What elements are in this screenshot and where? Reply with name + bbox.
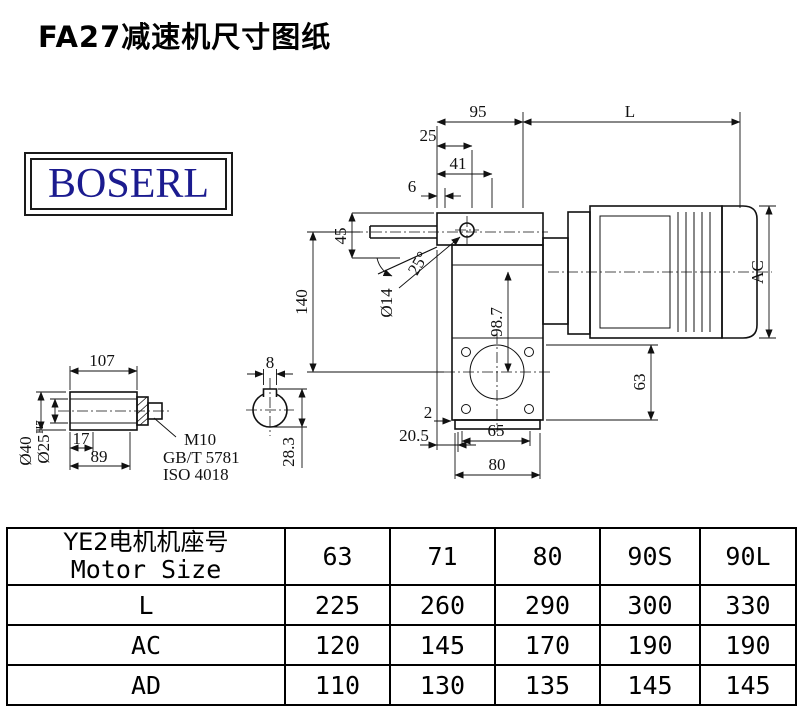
- frame-size-90L: 90L: [699, 527, 797, 586]
- dim-dia14: Ø14: [377, 288, 396, 318]
- motor-size-header: YE2电机机座号 Motor Size: [6, 527, 286, 586]
- table-row-L: L 225 260 290 300 330: [6, 584, 797, 626]
- dim-107: 107: [89, 351, 115, 370]
- boserl-logo: BOSERL: [24, 152, 234, 216]
- dim-25deg: 25°: [404, 248, 432, 278]
- dim-95: 95: [470, 102, 487, 121]
- dim-2: 2: [424, 403, 433, 422]
- angle-arc: [376, 257, 393, 277]
- dim-140: 140: [292, 289, 311, 315]
- table-cell: 225: [284, 584, 391, 626]
- dim-80: 80: [489, 455, 506, 474]
- hole-dia-leader: [398, 236, 461, 289]
- fan-cover: [721, 205, 758, 339]
- motor-size-header-en: Motor Size: [70, 555, 222, 584]
- table-cell: 110: [284, 664, 391, 706]
- dim-25: 25: [420, 126, 437, 145]
- table-row-AD: AD 110 130 135 145 145: [6, 664, 797, 706]
- gearbox-outline: [369, 212, 544, 430]
- dim-L: L: [625, 102, 635, 121]
- table-cell: 170: [494, 624, 601, 666]
- dim-dia25: Ø25: [34, 434, 53, 463]
- dim-AC: AC: [748, 260, 767, 284]
- table-row-AC: AC 120 145 170 190 190: [6, 624, 797, 666]
- dim-17: 17: [73, 429, 91, 448]
- table-header-row: YE2电机机座号 Motor Size 63 71 80 90S 90L: [6, 527, 797, 586]
- dim-dia40: Ø40: [16, 436, 35, 465]
- table-cell: 145: [389, 624, 496, 666]
- dim-89: 89: [91, 447, 108, 466]
- dim-8: 8: [266, 353, 275, 372]
- table-cell: 190: [599, 624, 701, 666]
- row-label-L: L: [6, 584, 286, 626]
- frame-size-90S: 90S: [599, 527, 701, 586]
- label-gbt-5781: GB/T 5781: [163, 448, 240, 467]
- dim-28-3: 28.3: [279, 437, 298, 467]
- table-cell: 135: [494, 664, 601, 706]
- label-iso-4018: ISO 4018: [163, 465, 229, 484]
- dim-41: 41: [450, 154, 467, 173]
- dim-20-5: 20.5: [399, 426, 429, 445]
- frame-size-71: 71: [389, 527, 496, 586]
- frame-size-80: 80: [494, 527, 601, 586]
- table-cell: 290: [494, 584, 601, 626]
- table-cell: 330: [699, 584, 797, 626]
- center-lines: [58, 216, 772, 436]
- dim-63: 63: [630, 374, 649, 391]
- dimension-drawing: 95 L 25 41 6 45 25° Ø14 140 98.7 AC 63 2…: [16, 102, 776, 484]
- row-label-AC: AC: [6, 624, 286, 666]
- motor-size-table: YE2电机机座号 Motor Size 63 71 80 90S 90L L 2…: [6, 527, 797, 706]
- bolt-leader: [153, 417, 177, 438]
- row-label-AD: AD: [6, 664, 286, 706]
- page-title: FA27减速机尺寸图纸: [38, 20, 332, 54]
- table-cell: 145: [699, 664, 797, 706]
- label-m10: M10: [184, 430, 216, 449]
- dim-6: 6: [408, 177, 417, 196]
- motor-size-header-cn: YE2电机机座号: [63, 528, 229, 556]
- dim-45: 45: [331, 228, 350, 245]
- boserl-logo-text: BOSERL: [30, 158, 228, 210]
- dim-65: 65: [488, 421, 505, 440]
- dim-98-7: 98.7: [487, 307, 506, 337]
- table-cell: 190: [699, 624, 797, 666]
- dimension-lines: [36, 112, 776, 479]
- table-cell: 130: [389, 664, 496, 706]
- frame-size-63: 63: [284, 527, 391, 586]
- dim-dia25-tolerance: H7: [34, 420, 46, 434]
- table-cell: 120: [284, 624, 391, 666]
- table-cell: 300: [599, 584, 701, 626]
- table-cell: 145: [599, 664, 701, 706]
- table-cell: 260: [389, 584, 496, 626]
